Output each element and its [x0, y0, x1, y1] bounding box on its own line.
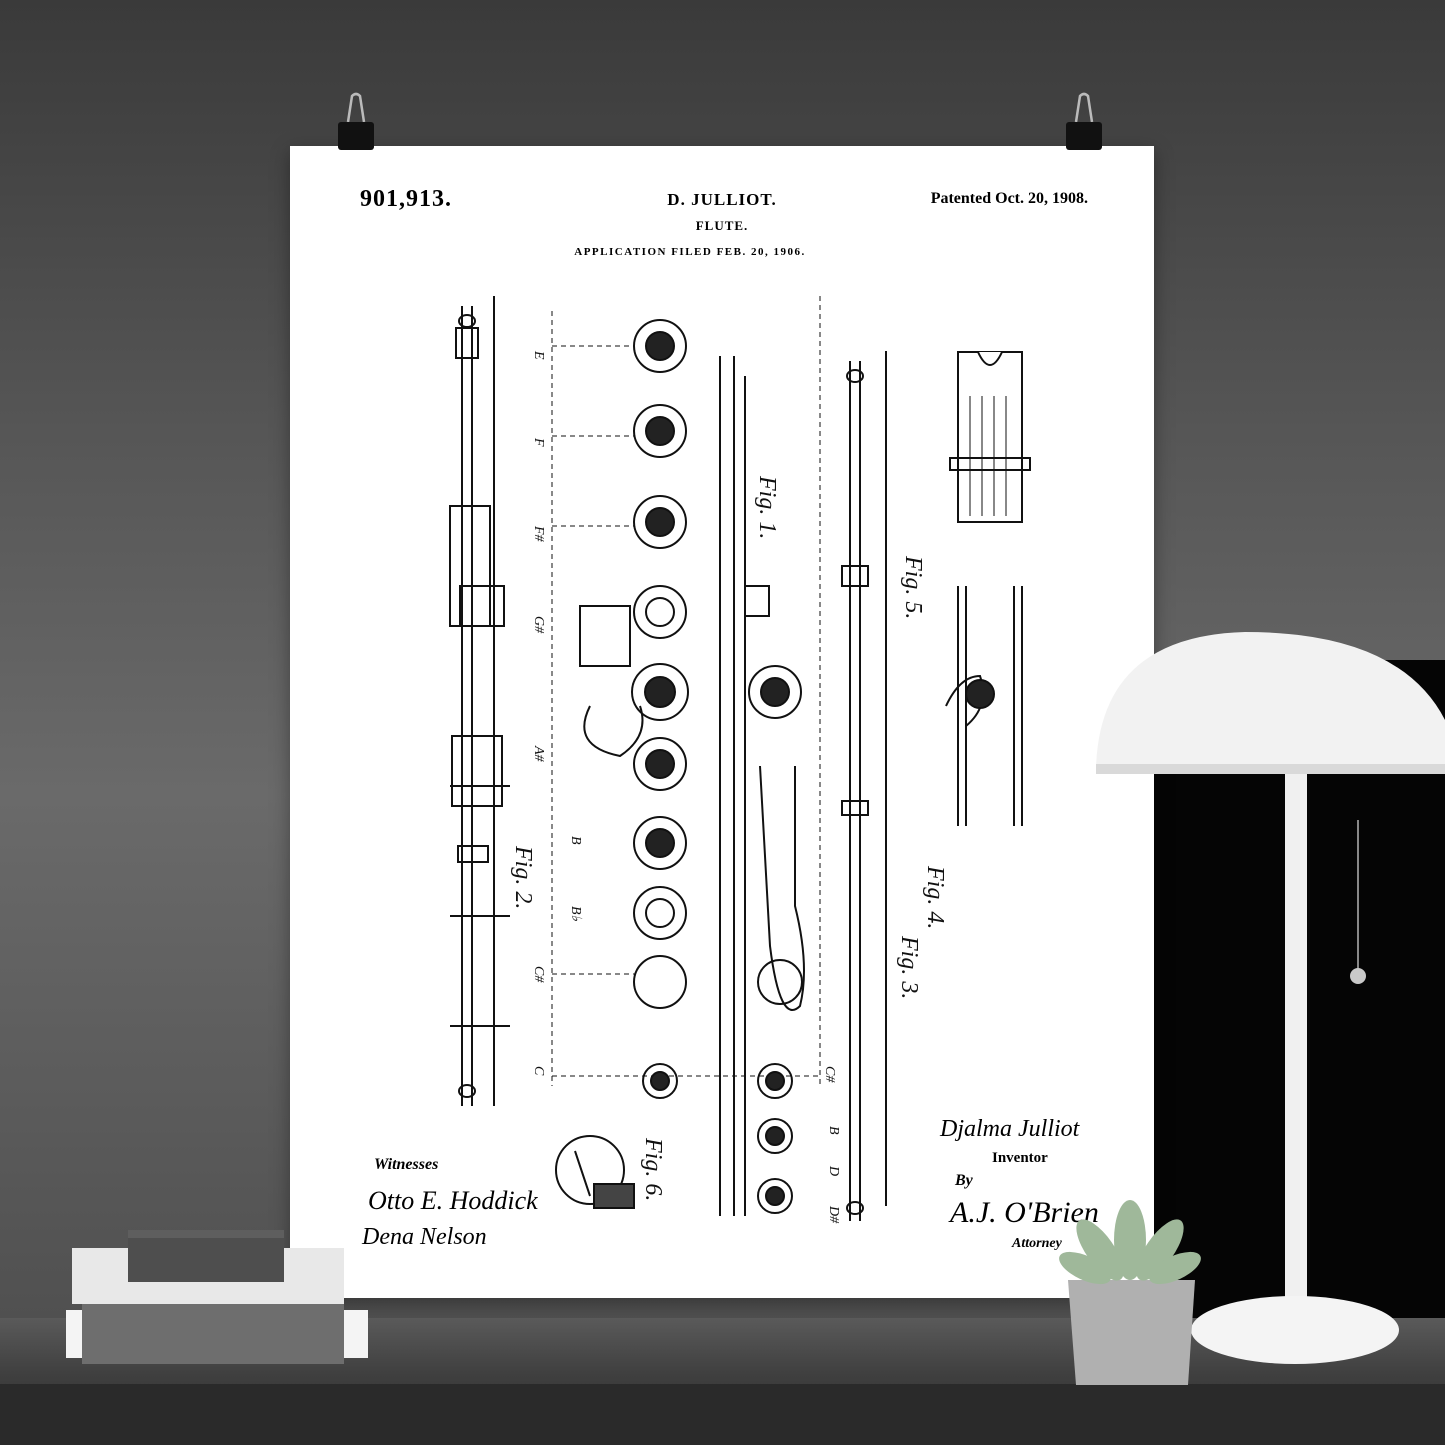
- patent-poster: 901,913. D. JULLIOT. FLUTE. APPLICATION …: [290, 146, 1154, 1298]
- note-label: D: [826, 1165, 841, 1176]
- fig6-label: Fig. 6.: [640, 1137, 666, 1201]
- shelf-edge: [0, 1384, 1445, 1445]
- patent-number: 901,913.: [360, 186, 452, 212]
- fig1-label: Fig. 1.: [754, 475, 780, 539]
- application-filed: APPLICATION FILED FEB. 20, 1906.: [574, 246, 806, 258]
- note-label: D#: [826, 1205, 841, 1224]
- patented-date: Patented Oct. 20, 1908.: [930, 190, 1088, 207]
- inventor-header: D. JULLIOT.: [667, 190, 777, 209]
- witness-signature-2: Dena Nelson: [362, 1224, 487, 1250]
- note-label: E: [531, 350, 546, 360]
- flute-patent-drawing: Fig. 1. Fig. 2. Fig. 3. Fig. 4. Fig. 5. …: [449, 296, 1031, 1224]
- fig4-tube-section: [945, 586, 1023, 826]
- fig6-key-detail: [555, 1135, 635, 1209]
- fig3-label: Fig. 3.: [896, 935, 922, 999]
- inventor-signature: Djalma Julliot: [940, 1116, 1080, 1142]
- note-label: A#: [531, 745, 546, 763]
- note-label: C: [531, 1066, 546, 1076]
- note-label: C#: [531, 966, 546, 983]
- note-label: C#: [822, 1066, 837, 1083]
- patent-title: FLUTE.: [695, 218, 749, 233]
- fig5-label: Fig. 5.: [900, 555, 926, 619]
- fig4-label: Fig. 4.: [922, 865, 948, 929]
- fig2-side-view: [449, 296, 510, 1106]
- attorney-label: Attorney: [1012, 1236, 1062, 1251]
- by-label: By: [955, 1172, 973, 1189]
- inventor-label: Inventor: [992, 1150, 1048, 1166]
- fig1-flute-body: [579, 319, 805, 1216]
- dark-wall-section: [1150, 660, 1445, 1320]
- fig3-side-view: [841, 351, 887, 1221]
- binder-clip-left-icon: [338, 92, 374, 150]
- note-label: G#: [531, 616, 546, 634]
- note-label: F#: [531, 525, 546, 543]
- note-label: F: [531, 437, 546, 447]
- note-label: B: [826, 1126, 841, 1135]
- note-label: B♭: [568, 906, 583, 922]
- fig2-label: Fig. 2.: [510, 845, 536, 909]
- witness-signature-1: Otto E. Hoddick: [368, 1186, 538, 1215]
- binder-clip-right-icon: [1066, 92, 1102, 150]
- note-label: B: [568, 836, 583, 845]
- fig5-tube: [949, 351, 1031, 523]
- attorney-signature: A.J. O'Brien: [950, 1196, 1099, 1229]
- witnesses-label: Witnesses: [374, 1156, 439, 1173]
